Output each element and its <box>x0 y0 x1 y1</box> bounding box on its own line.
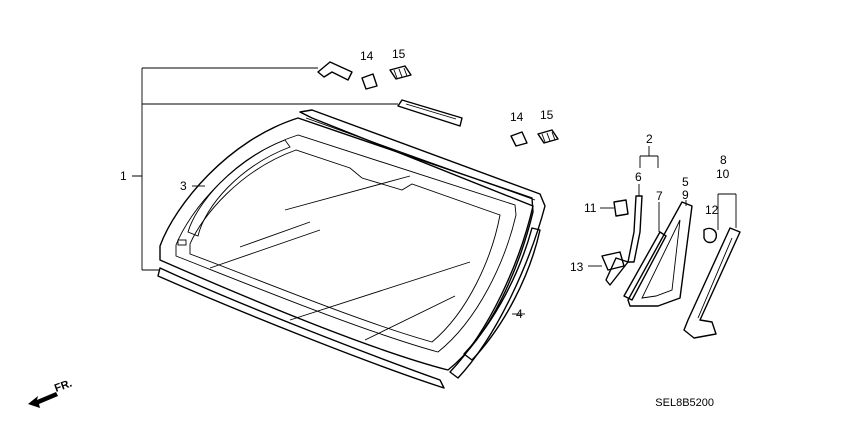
quarter-glass <box>627 201 693 307</box>
callout-11: 11 <box>584 201 597 215</box>
callout-14-upper: 14 <box>360 49 374 63</box>
garnish-strip <box>397 99 463 127</box>
lower-molding <box>157 267 445 389</box>
callout-1: 1 <box>120 169 127 183</box>
callout-10: 10 <box>716 167 730 181</box>
callout-2: 2 <box>646 132 653 146</box>
fastener-15-upper <box>389 65 412 80</box>
front-direction-label: FR. <box>53 377 74 394</box>
callout-3: 3 <box>180 179 187 193</box>
callout-8: 8 <box>720 153 727 167</box>
side-molding <box>463 227 541 361</box>
callout-14-lower: 14 <box>510 110 524 124</box>
bracket-13 <box>601 251 629 286</box>
callout-12: 12 <box>705 203 719 217</box>
callout-15-lower: 15 <box>540 108 554 122</box>
clip-11 <box>613 199 629 217</box>
callout-5: 5 <box>682 175 689 189</box>
spacer-14-lower <box>510 131 528 147</box>
callout-6: 6 <box>635 170 642 184</box>
upper-dam-molding <box>299 109 546 379</box>
callout-13: 13 <box>570 260 584 274</box>
leader-lines <box>132 67 737 315</box>
windshield-glass <box>159 117 534 371</box>
spacer-14-upper <box>361 73 378 90</box>
callout-15-upper: 15 <box>392 47 406 61</box>
diagram-code: SEL8B5200 <box>655 397 714 409</box>
front-arrow-icon <box>28 392 58 408</box>
callout-7: 7 <box>656 189 663 203</box>
corner-clip <box>317 61 353 81</box>
strip-6 <box>627 195 643 263</box>
callout-9: 9 <box>682 188 689 202</box>
callout-4: 4 <box>516 307 523 321</box>
clip-12 <box>703 227 718 244</box>
side-garnish <box>683 227 741 339</box>
fastener-15-lower <box>537 129 559 144</box>
